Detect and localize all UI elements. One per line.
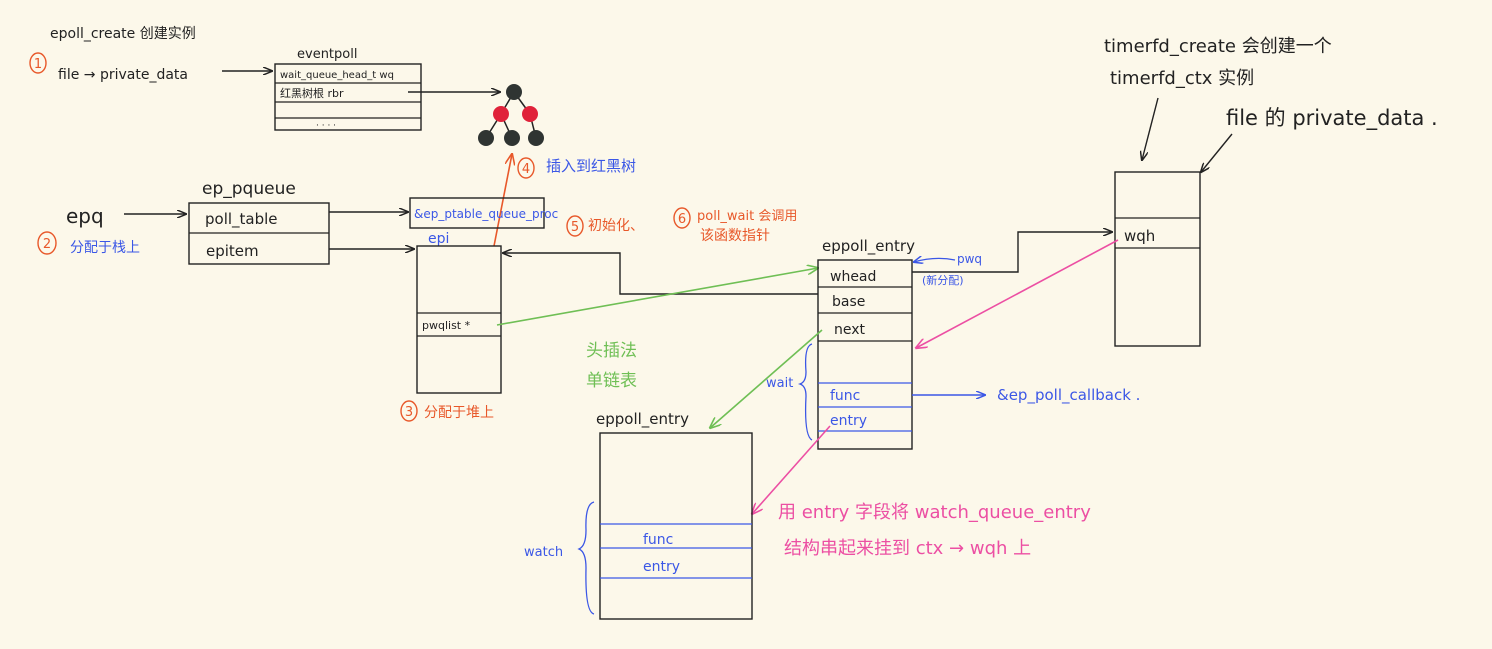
eppoll-entry-right: eppoll_entry whead base next func entry … xyxy=(766,237,1140,450)
timerfd-line2: timerfd_ctx 实例 xyxy=(1110,68,1254,89)
step4-number: 4 xyxy=(522,162,530,177)
step5-text: 初始化、 xyxy=(588,217,644,234)
step3-number: 3 xyxy=(405,405,413,420)
epitem-pwqlist: pwqlist * xyxy=(422,319,471,332)
pwq-arrow xyxy=(914,258,956,262)
step56-line2: 该函数指针 xyxy=(700,228,770,244)
base-to-epitem-arrow xyxy=(503,253,818,295)
step6-text: poll_wait 会调用 xyxy=(697,209,797,224)
insert-note: 头插法 单链表 xyxy=(586,341,637,391)
step6-number: 6 xyxy=(678,212,686,227)
eppoll-entry-right-title: eppoll_entry xyxy=(822,237,915,256)
pwq-label: pwq xyxy=(957,252,982,266)
epi-label: epi xyxy=(428,231,449,247)
pink-note-line1: 用 entry 字段将 watch_queue_entry xyxy=(778,502,1091,523)
eventpoll-row-ellipsis: · · · · xyxy=(316,121,336,131)
insert-note-line1: 头插法 xyxy=(586,341,637,361)
pink-note: 用 entry 字段将 watch_queue_entry 结构串起来挂到 ct… xyxy=(778,502,1091,559)
step4-label: 插入到红黑树 xyxy=(546,157,636,175)
timerfd-wqh: wqh xyxy=(1124,227,1155,245)
timerfd-arrow-1 xyxy=(1142,97,1159,160)
wqh-to-entry-arrow xyxy=(916,239,1119,348)
callback-label: &ep_poll_callback . xyxy=(997,386,1140,405)
wait-brace xyxy=(797,343,813,441)
step1-group: 1 epoll_create 创建实例 file → private_data xyxy=(29,26,272,83)
step5-number: 5 xyxy=(571,220,579,235)
timerfd-line1: timerfd_create 会创建一个 xyxy=(1104,36,1332,57)
ptable-proc-label: &ep_ptable_queue_proc xyxy=(414,207,558,221)
wait-label: wait xyxy=(766,376,793,391)
whead-to-wqh-arrow xyxy=(912,232,1112,273)
ptable-proc-box xyxy=(409,197,545,229)
eventpoll-box xyxy=(274,63,422,131)
eventpoll-row-rbr: 红黑树根 rbr xyxy=(280,86,344,100)
watch-label: watch xyxy=(524,545,563,560)
eppoll-entry-bottom-title: eppoll_entry xyxy=(596,410,689,429)
eventpoll-row-wq: wait_queue_head_t wq xyxy=(280,70,394,81)
eppoll-entry-next: next xyxy=(834,322,866,338)
step1-title: epoll_create 创建实例 xyxy=(50,26,196,42)
step3-label: 分配于堆上 xyxy=(424,405,494,421)
rbtree-icon xyxy=(478,84,544,146)
next-to-bottom-entry-arrow xyxy=(710,329,823,428)
entry-to-watch-arrow xyxy=(752,425,831,514)
step56-group: 5 初始化、 6 poll_wait 会调用 该函数指针 xyxy=(566,207,797,244)
eppoll-entry-base: base xyxy=(832,294,865,310)
step2-number: 2 xyxy=(43,237,51,252)
watch-func: func xyxy=(643,532,673,548)
eppoll-entry-entry: entry xyxy=(830,413,867,429)
watch-brace xyxy=(577,501,595,615)
timerfd-file-note: file 的 private_data . xyxy=(1226,106,1438,131)
step1-file-label: file → private_data xyxy=(58,67,188,83)
epitem-struct: epi pwqlist * 3 分配于堆上 xyxy=(400,231,502,422)
timerfd-ctx-box xyxy=(1114,171,1201,347)
step1-circle xyxy=(29,52,47,74)
watch-entry: entry xyxy=(643,559,680,575)
step2-label: 分配于栈上 xyxy=(70,240,140,256)
epq-var: epq xyxy=(66,204,104,228)
eventpoll-title: eventpoll xyxy=(297,47,357,62)
insert-rbtree-arrow xyxy=(493,154,512,247)
step1-number: 1 xyxy=(34,57,42,72)
timerfd-arrow-2 xyxy=(1201,133,1233,172)
pwq-note: (新分配) xyxy=(922,273,964,287)
step4-group: 4 插入到红黑树 xyxy=(493,154,636,247)
eppoll-entry-func: func xyxy=(830,388,860,404)
insert-note-line2: 单链表 xyxy=(586,371,637,391)
pwqlist-to-entry-arrow xyxy=(496,268,818,326)
eppoll-entry-bottom: eppoll_entry func entry watch xyxy=(524,410,753,620)
ep-pqueue-struct: ep_pqueue poll_table epitem xyxy=(188,179,414,265)
ep-pqueue-title: ep_pqueue xyxy=(202,179,296,199)
eventpoll-struct: eventpoll wait_queue_head_t wq 红黑树根 rbr … xyxy=(274,47,500,131)
epitem-box xyxy=(416,245,502,394)
eppoll-entry-bottom-box xyxy=(599,432,753,620)
timerfd-group: timerfd_create 会创建一个 timerfd_ctx 实例 file… xyxy=(1104,36,1438,347)
eppoll-entry-right-box xyxy=(817,259,913,450)
eppoll-entry-whead: whead xyxy=(830,269,876,285)
ptable-proc-group: &ep_ptable_queue_proc xyxy=(409,197,558,229)
pink-note-line2: 结构串起来挂到 ctx → wqh 上 xyxy=(784,538,1031,559)
ep-pqueue-poll-table: poll_table xyxy=(205,210,278,229)
step2-group: epq 2 分配于栈上 xyxy=(37,204,186,256)
ep-pqueue-epitem: epitem xyxy=(206,242,259,260)
